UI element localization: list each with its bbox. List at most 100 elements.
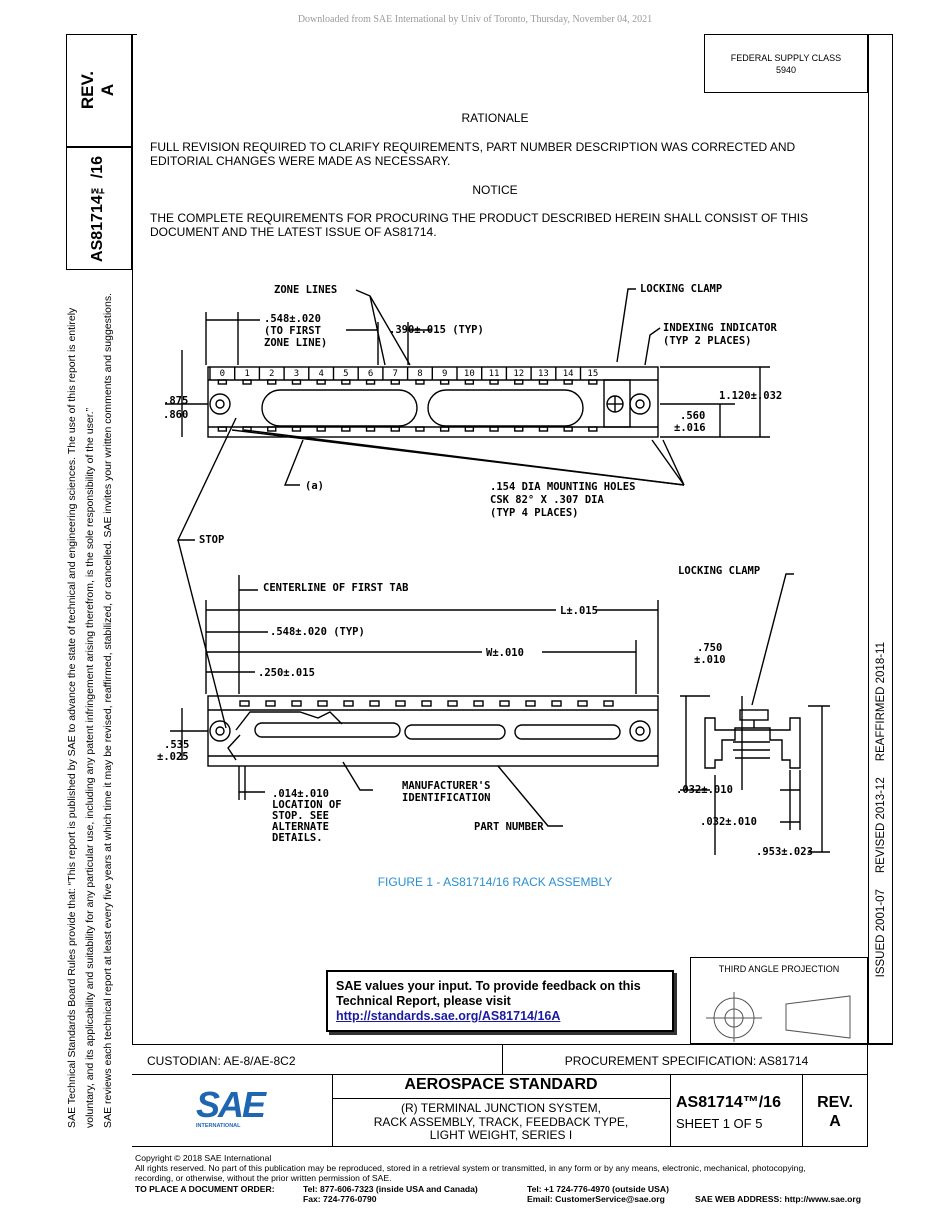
label-dim-860: .860	[163, 409, 188, 421]
zone-number: 6	[368, 369, 373, 379]
label-stop-5: DETAILS.	[272, 832, 323, 844]
title-line-1: (R) TERMINAL JUNCTION SYSTEM,	[400, 1101, 601, 1115]
rationale-text: FULL REVISION REQUIRED TO CLARIFY REQUIR…	[150, 140, 796, 168]
zone-number: 8	[417, 369, 422, 379]
zone-tab	[588, 379, 598, 385]
label-note-a: (a)	[305, 480, 324, 492]
fsc-value: 5940	[775, 64, 797, 75]
zone-number: 12	[513, 369, 524, 379]
web-address: SAE WEB ADDRESS: http://www.sae.org	[695, 1193, 861, 1204]
bottom-tab	[365, 426, 376, 432]
label-stop-3: STOP. SEE	[272, 810, 329, 822]
bottom-tab	[489, 426, 499, 432]
revision-value: A	[829, 1113, 841, 1130]
revision-label: REV.	[817, 1094, 853, 1111]
title-divider-3	[670, 1074, 671, 1146]
order-label: TO PLACE A DOCUMENT ORDER:	[135, 1183, 275, 1194]
document-title: (R) TERMINAL JUNCTION SYSTEM, RACK ASSEM…	[332, 1101, 670, 1143]
front-tab	[577, 700, 588, 707]
label-stop-4: ALTERNATE	[272, 821, 329, 833]
label-indexing-2: (TYP 2 PLACES)	[663, 335, 752, 347]
front-tab	[499, 700, 510, 707]
rationale-heading: RATIONALE	[461, 111, 529, 125]
sae-logo-sub: INTERNATIONAL	[196, 1123, 241, 1129]
bottom-tab	[439, 426, 450, 432]
zone-tab	[242, 379, 252, 385]
label-part-number: PART NUMBER	[474, 821, 544, 833]
notice-heading: NOTICE	[472, 183, 518, 197]
label-mount-1: .154 DIA MOUNTING HOLES	[490, 481, 635, 493]
label-dim-560: .560	[680, 410, 705, 422]
bottom-tab	[267, 426, 277, 432]
notice-text: THE COMPLETE REQUIREMENTS FOR PROCURING …	[150, 211, 809, 239]
zone-tab	[291, 379, 302, 385]
rack-assembly-drawing: ZONE LINES LOCKING CLAMP .548±.020 (TO F…	[157, 283, 830, 858]
zone-number: 3	[294, 369, 299, 379]
label-dim-750: .750	[697, 642, 722, 654]
front-tab	[603, 700, 614, 707]
copyright: Copyright © 2018 SAE International	[135, 1153, 272, 1163]
front-tab	[551, 700, 562, 707]
bottom-tab	[341, 426, 351, 432]
label-mount-3: (TYP 4 PLACES)	[490, 507, 579, 519]
feedback-text-1: SAE values your input. To provide feedba…	[336, 979, 641, 993]
label-stop-1: .014±.010	[272, 788, 329, 800]
label-first-zone-note2: ZONE LINE)	[264, 337, 327, 349]
label-mfr-2: IDENTIFICATION	[402, 792, 491, 804]
label-dim-535: .535	[164, 739, 189, 751]
side-view-profile	[704, 717, 801, 769]
zone-tab	[217, 379, 228, 385]
front-tab	[369, 700, 380, 707]
title-divider-5	[867, 1044, 868, 1146]
fsc-label: FEDERAL SUPPLY CLASS	[730, 52, 842, 63]
feedback-box: SAE values your input. To provide feedba…	[326, 970, 674, 1032]
label-dim-032a: .032±.010	[676, 784, 733, 796]
label-centerline: CENTERLINE OF FIRST TAB	[263, 582, 408, 594]
zone-number: 10	[464, 369, 475, 379]
rights-line-2: recording, or otherwise, without the pri…	[135, 1173, 392, 1184]
label-tab-dim: .548±.020 (TYP)	[270, 626, 365, 638]
issue-strip	[868, 34, 893, 1044]
label-dim-875: .875	[163, 395, 188, 407]
label-dim-016: ±.016	[674, 422, 706, 434]
fax: Fax: 724-776-0790	[303, 1193, 377, 1204]
label-dim-535-tol: ±.025	[157, 751, 189, 763]
label-height-dim: 1.120±.032	[719, 390, 782, 402]
label-stop: STOP	[199, 534, 224, 546]
zone-number: 1	[244, 369, 249, 379]
title-divider-4	[802, 1074, 803, 1146]
zone-tab	[316, 379, 326, 385]
front-tab	[291, 700, 302, 707]
title-line-3: LIGHT WEIGHT, SERIES I	[429, 1128, 573, 1142]
bottom-tab	[588, 426, 598, 432]
zone-tab	[464, 379, 475, 385]
email: Email: CustomerService@sae.org	[527, 1193, 665, 1204]
label-dim-250: .250±.015	[258, 667, 315, 679]
tel-us: Tel: 877-606-7323 (inside USA and Canada…	[303, 1183, 478, 1194]
custodian: CUSTODIAN: AE-8/AE-8C2	[147, 1054, 296, 1068]
download-note: Downloaded from SAE International by Uni…	[297, 14, 653, 25]
bottom-tab	[563, 426, 573, 432]
zone-number: 2	[269, 369, 274, 379]
bottom-tab	[464, 426, 475, 432]
label-dim-953: .953±.023	[756, 846, 813, 858]
feedback-link[interactable]: http://standards.sae.org/AS81714/16A	[336, 1009, 561, 1023]
frame-left-line	[132, 34, 133, 1044]
bottom-tab	[415, 426, 425, 432]
procurement-spec: PROCUREMENT SPECIFICATION: AS81714	[564, 1054, 809, 1068]
bottom-tab	[538, 426, 549, 432]
zone-number: 15	[587, 369, 598, 379]
zone-number: 13	[538, 369, 549, 379]
third-angle-symbol	[706, 992, 851, 1042]
label-dim-750-tol: ±.010	[694, 654, 726, 666]
rack-top-view-body	[207, 366, 659, 438]
label-dim-032b: .032±.010	[700, 816, 757, 828]
bottom-tab	[514, 426, 524, 432]
footer: Copyright © 2018 SAE International All r…	[135, 1153, 915, 1204]
zone-tab	[365, 379, 376, 385]
federal-supply-class: FEDERAL SUPPLY CLASS 5940	[704, 34, 868, 93]
title-subline	[332, 1098, 670, 1099]
zone-tab	[514, 379, 524, 385]
rights-line-1: All rights reserved. No part of this pub…	[135, 1163, 806, 1174]
label-mount-2: CSK 82° X .307 DIA	[490, 494, 604, 506]
